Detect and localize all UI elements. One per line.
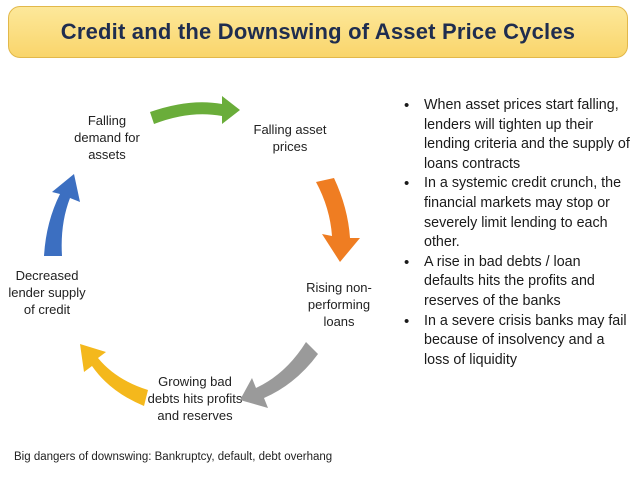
arrow-blue [44,174,80,256]
bullet-item: In a systemic credit crunch, the financi… [400,174,632,252]
bullet-item: In a severe crisis banks may fail becaus… [400,312,632,371]
arrow-yellow [80,344,148,406]
node-falling-asset-prices: Falling asset prices [253,122,327,154]
title-banner: Credit and the Downswing of Asset Price … [8,6,628,58]
arrow-gray [240,342,318,408]
bullet-list: When asset prices start falling, lenders… [400,96,632,370]
page-title: Credit and the Downswing of Asset Price … [60,19,576,44]
node-decreased-credit-supply: Decreased lender supply of credit [8,268,86,317]
footer-note: Big dangers of downswing: Bankruptcy, de… [14,451,333,463]
bullet-item: A rise in bad debts / loan defaults hits… [400,253,632,312]
arrow-green [150,96,240,124]
node-growing-bad-debts: Growing bad debts hits profits and reser… [147,374,243,423]
node-rising-npl: Rising non-performing loans [306,280,372,329]
bullet-item: When asset prices start falling, lenders… [400,96,632,174]
arrow-orange [316,178,360,262]
node-falling-demand: Falling demand for assets [74,113,140,162]
